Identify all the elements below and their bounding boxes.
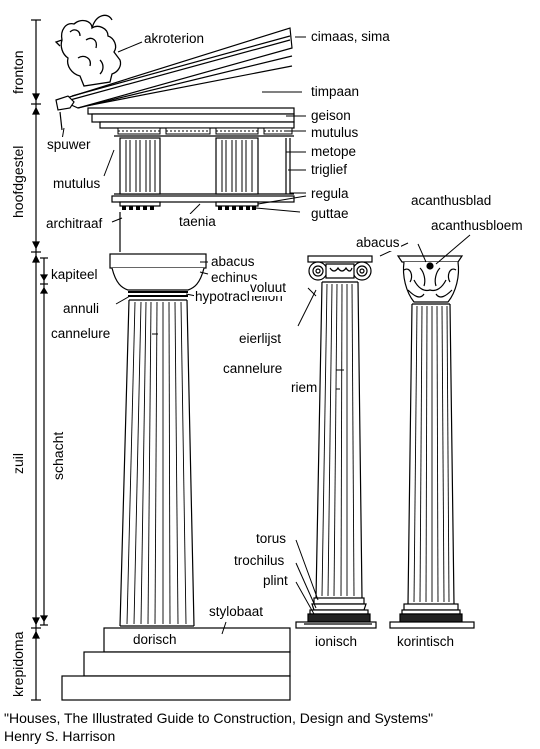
corinthian-column: [389, 255, 475, 629]
label-plint: plint: [262, 573, 289, 589]
label-echinus: echinus: [210, 270, 259, 286]
mutuli: [117, 127, 293, 135]
pediment: [55, 27, 293, 131]
label-ionisch: ionisch: [314, 634, 359, 650]
label-fronton: fronton: [10, 50, 26, 94]
label-eierlijst: eierlijst: [238, 331, 283, 347]
akroterion-griffin: [54, 14, 122, 87]
label-hoofdgestel: hoofdgestel: [10, 145, 26, 218]
label-cannelure-doric: cannelure: [50, 326, 112, 342]
label-triglief: triglief: [310, 162, 349, 178]
geison: [87, 107, 295, 129]
label-riem: riem: [290, 380, 319, 396]
label-torus: torus: [255, 531, 288, 547]
dimension-line-shaft: [39, 257, 49, 626]
label-zuil: zuil: [10, 452, 26, 474]
label-kapiteel: kapiteel: [50, 267, 99, 283]
label-timpaan: timpaan: [310, 84, 361, 100]
label-geison: geison: [310, 108, 352, 124]
label-krepidoma: krepidoma: [10, 631, 26, 697]
label-metope: metope: [310, 144, 358, 160]
label-guttae: guttae: [310, 206, 350, 222]
label-trochilus: trochilus: [233, 553, 286, 569]
label-abacus-doric: abacus: [210, 254, 256, 270]
doric-column: [109, 253, 207, 627]
label-regula: regula: [310, 186, 350, 202]
label-mutulus-right: mutulus: [310, 125, 360, 141]
label-architraaf: architraaf: [45, 216, 104, 232]
label-korintisch: korintisch: [396, 634, 456, 650]
label-akroterion: akroterion: [143, 31, 206, 47]
label-dorisch: dorisch: [133, 632, 177, 647]
label-stylobaat: stylobaat: [208, 604, 265, 620]
label-spuwer: spuwer: [46, 137, 92, 153]
krepidoma-steps: [61, 627, 291, 701]
label-acanthusblad: acanthusblad: [410, 193, 493, 209]
label-schacht: schacht: [50, 431, 66, 480]
label-abacus-ionic: abacus: [355, 235, 401, 251]
label-mutulus-left: mutulus: [52, 176, 102, 192]
ionic-column: [295, 255, 377, 629]
label-annuli: annuli: [62, 301, 101, 317]
frieze: [114, 135, 294, 195]
label-acanthusbloem: acanthusbloem: [430, 218, 524, 234]
label-cimaas: cimaas, sima: [310, 29, 391, 45]
caption-title: "Houses, The Illustrated Guide to Constr…: [4, 710, 434, 726]
label-voluut: voluut: [249, 280, 288, 296]
dimension-line: [31, 19, 41, 701]
caption-author: Henry S. Harrison: [4, 728, 116, 744]
label-cannelure-ionic: cannelure: [222, 361, 284, 377]
label-taenia: taenia: [178, 214, 217, 230]
